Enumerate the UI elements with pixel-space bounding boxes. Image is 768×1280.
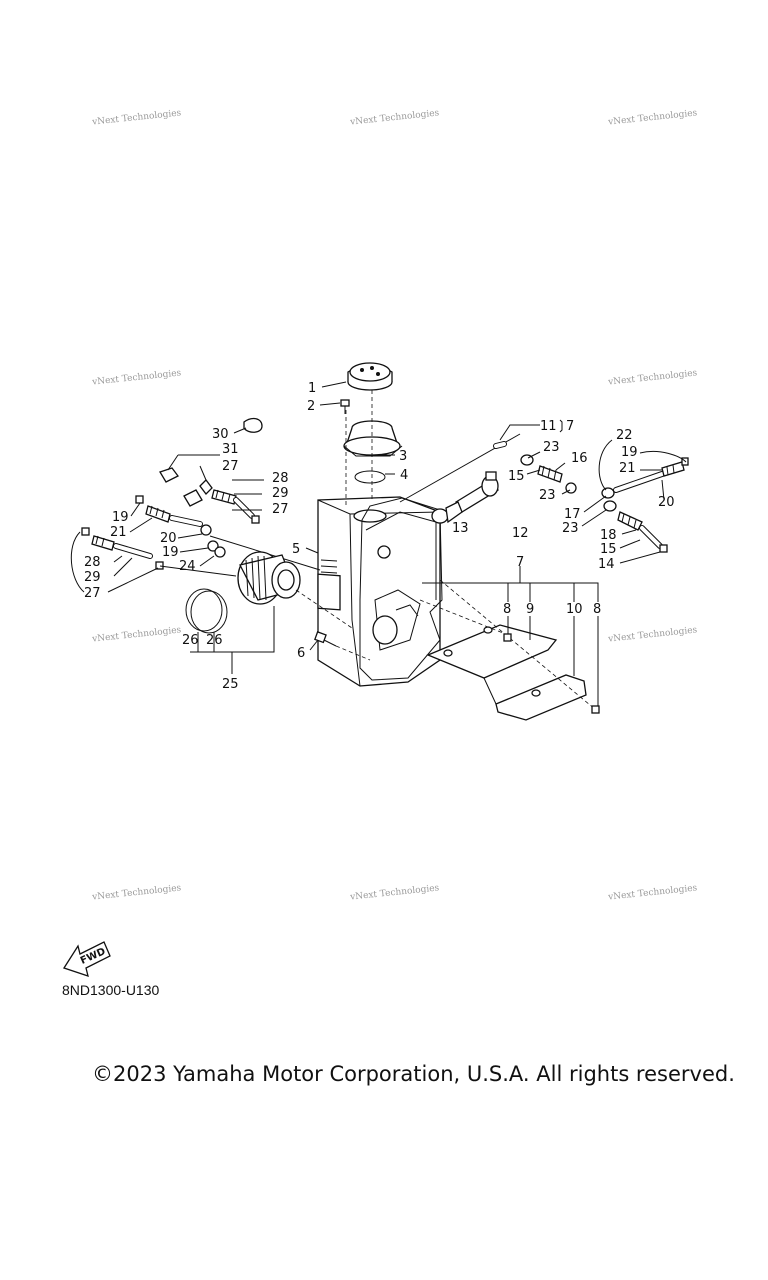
pipe-assembly [431,471,499,524]
oil-tank [317,496,443,687]
gasket [185,588,228,634]
callout-26: 26 [182,633,199,648]
callout-leaders [70,381,687,706]
callout-13: 13 [452,521,469,536]
callout-numbers: 1 2 3 4 5 6 7 7 8 8 9 10 11 12 13 14 15 … [84,381,675,692]
callout-23: 23 [543,440,560,455]
guide-line [335,645,371,661]
callout-27: 27 [84,586,101,601]
callout-10: 10 [566,602,583,617]
o-ring [354,470,386,484]
callout-19: 19 [621,445,638,460]
strainer [237,551,353,629]
callout-18: 18 [600,528,617,543]
callout-11: 11 [540,419,557,434]
callout-29: 29 [84,570,101,585]
hose-left [81,417,263,570]
callout-6: 6 [297,646,305,661]
hose-right [493,441,689,553]
callout-9: 9 [526,602,534,617]
callout-8: 8 [503,602,511,617]
callout-16: 16 [571,451,588,466]
callout-28: 28 [272,471,289,486]
guide-line [419,599,509,636]
callout-22: 22 [616,428,633,443]
callout-19: 19 [162,545,179,560]
callout-26: 26 [206,633,223,648]
fwd-arrow-icon: FWD [63,941,111,977]
callout-28: 28 [84,555,101,570]
callout-17: 17 [564,507,581,522]
callout-2: 2 [307,399,315,414]
callout-27: 27 [222,459,239,474]
callout-15: 15 [600,542,617,557]
callout-19: 19 [112,510,129,525]
filler-cap [347,362,393,391]
callout-31: 31 [222,442,239,457]
callout-14: 14 [598,557,615,572]
callout-20: 20 [160,531,177,546]
callout-25: 25 [222,677,239,692]
bolt [340,399,350,414]
cover-plate [426,624,587,721]
callout-15: 15 [508,469,525,484]
callout-30: 30 [212,427,229,442]
callout-12: 12 [512,526,529,541]
callout-21: 21 [110,525,127,540]
filler-neck [343,420,403,457]
copyright-text: ©2023 Yamaha Motor Corporation, U.S.A. A… [92,1062,735,1086]
callout-8: 8 [593,602,601,617]
callout-4: 4 [400,468,408,483]
callout-29: 29 [272,486,289,501]
callout-27: 27 [272,502,289,517]
callout-24: 24 [179,559,196,574]
callout-5: 5 [292,542,300,557]
leader-line [159,565,237,577]
callout-21: 21 [619,461,636,476]
callout-7: 7 [566,419,574,434]
guide-line [439,579,597,711]
callout-3: 3 [399,449,407,464]
callout-7: 7 [516,555,524,570]
callout-1: 1 [308,381,316,396]
callout-23: 23 [562,521,579,536]
callout-20: 20 [658,495,675,510]
callout-23: 23 [539,488,556,503]
diagram-code: 8ND1300-U130 [62,982,160,998]
